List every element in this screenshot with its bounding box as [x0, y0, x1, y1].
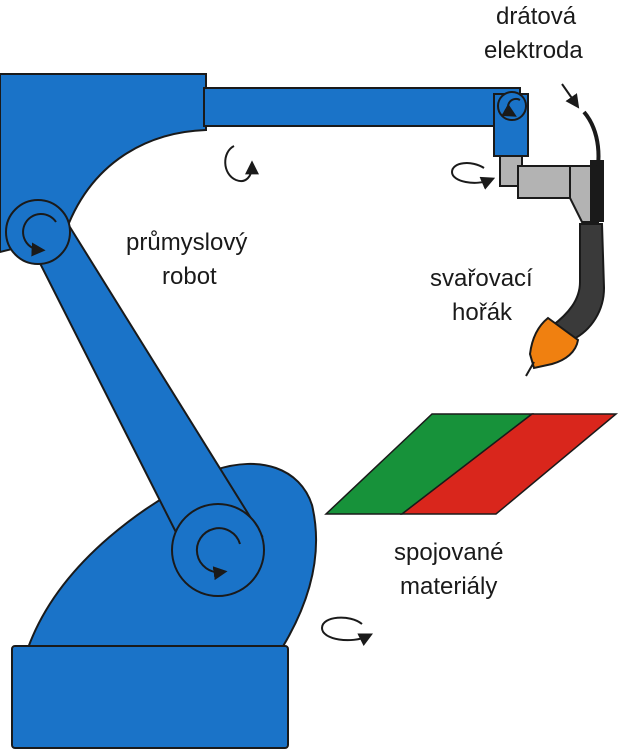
- rotation-arrow-icon: [501, 97, 521, 117]
- torch-clamp: [590, 160, 604, 222]
- material-red: [399, 413, 619, 515]
- electrode-label-line1: drátová: [496, 3, 577, 30]
- materials-label-line1: spojované: [394, 539, 503, 566]
- welding-torch: [499, 110, 606, 377]
- robot-label-line1: průmyslový: [126, 229, 247, 256]
- rotation-arrow-icon: [195, 527, 241, 581]
- materials-label-line2: materiály: [400, 573, 497, 600]
- shoulder-joint: [5, 199, 71, 265]
- rotation-arrow-icon: [22, 213, 57, 257]
- rotation-arrow-icon: [450, 162, 496, 190]
- joined-materials: [324, 413, 619, 515]
- pointer-arrow-icon: [561, 83, 580, 109]
- rotation-arrow-icon: [224, 145, 259, 182]
- robot-upper-arm: [203, 87, 529, 157]
- wrist-joint: [497, 91, 527, 121]
- robot-foot: [11, 645, 289, 749]
- electrode-wire: [582, 110, 601, 167]
- torch-nozzle: [528, 316, 580, 370]
- elbow-joint: [171, 503, 265, 597]
- electrode-label-line2: elektroda: [484, 37, 583, 64]
- robot-label-line2: robot: [162, 263, 217, 290]
- torch-label-line1: svařovací: [430, 265, 533, 292]
- torch-neck: [550, 223, 606, 342]
- rotation-arrow-icon: [320, 616, 374, 647]
- electrode-tip: [525, 361, 535, 377]
- torch-label-line2: hořák: [452, 299, 513, 326]
